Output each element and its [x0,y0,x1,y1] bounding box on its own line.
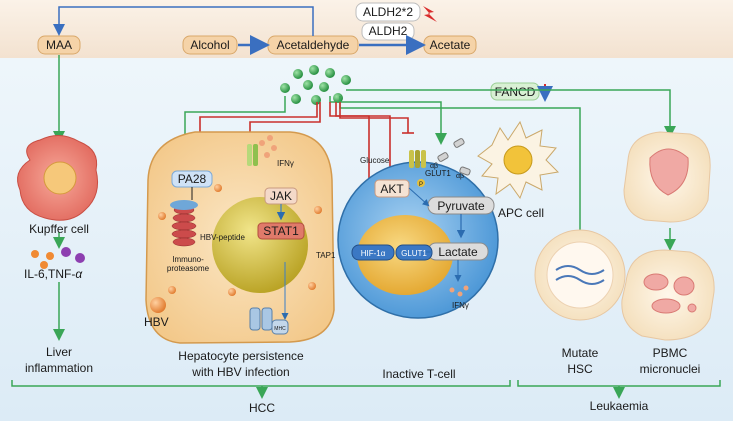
group-brackets [11,380,721,399]
cytokine-dots [31,247,85,269]
akt-to-pyruvate-arrow [408,187,430,207]
fancd-label: FANCD [495,85,536,99]
acetaldehyde-label: Acetaldehyde [277,38,350,52]
hsc-line2: HSC [567,362,593,376]
tcr-label-2: αβ [456,173,464,180]
hif-label: HIF-1α [361,249,386,258]
hsc-line1: Mutate [562,346,599,360]
tcr-receptor-icons [437,138,471,176]
tcell-ifn-label: IFNγ [452,301,469,310]
pyruvate-pill: Pyruvate [427,196,495,215]
hbv-label: HBV [144,315,169,329]
acetaldehyde-molecules [280,65,351,105]
mhc-label: MHC [274,326,286,332]
hepatocyte-ifn-label: IFNγ [277,159,294,168]
hbv-virus-icon [150,297,166,313]
acetate-label: Acetate [430,38,471,52]
ifn-dots [259,135,277,158]
aldh2-2-label: ALDH2*2 [363,5,413,19]
stat1-label: STAT1 [263,224,299,238]
glucose-label: Glucose [360,156,390,165]
ifn-receptor-icon [247,144,258,166]
phospho-label: P [419,182,423,188]
tcell-caption: Inactive T-cell [382,367,455,381]
aldh2-2-pill: ALDH2*2 [355,2,421,22]
alcohol-label: Alcohol [190,38,229,52]
pbmc-cell-top [623,131,711,223]
lactate-label: Lactate [438,245,478,259]
glut1-transporter-icon [409,150,426,168]
mhc-icon [249,307,273,331]
mhc-small-icon: MHC [271,319,289,335]
phospho-icon [417,179,425,187]
glut1-label: GLUT1 [401,249,427,258]
pbmc-line2: micronuclei [640,362,701,376]
cytokines-label: IL-6,TNF-α [24,267,83,281]
lactate-pill: Lactate [427,242,489,261]
liver-inflammation-line2: inflammation [25,361,93,375]
pbmc-line1: PBMC [653,346,688,360]
pa28-label: PA28 [178,172,207,186]
hcc-label: HCC [249,401,275,415]
immunoproteasome-icon [170,200,198,247]
alcohol-pill: Alcohol [182,35,238,55]
tcr-label-1: αβ [430,163,438,170]
hsc-cell [534,229,626,321]
pbmc-cell-bottom [621,249,715,341]
kupffer-label: Kupffer cell [29,222,89,236]
jak-pill: JAK [264,187,298,205]
kupffer-nucleus [43,161,77,195]
maa-label: MAA [46,38,72,52]
jak-label: JAK [270,189,292,203]
hbv-particles [158,184,322,296]
apc-label: APC cell [498,206,544,220]
hif-pill: HIF-1α [351,244,395,261]
tcell-ifn-dots [449,285,469,297]
glut1-top-label: GLUT1 [425,169,451,178]
fancd-pill: FANCD [490,82,540,101]
hepatocyte-caption-2: with HBV infection [191,365,289,379]
immuno-label-2: proteasome [167,264,210,273]
aldh2-pill: ALDH2 [361,22,415,41]
pa28-pill: PA28 [171,170,213,188]
leukaemia-label: Leukaemia [590,399,649,413]
acetate-pill: Acetate [423,35,477,55]
hbv-peptide-label: HBV-peptide [200,233,245,242]
kupffer-cell [17,135,99,221]
liver-inflammation-line1: Liver [46,345,72,359]
apc-cell [477,120,560,200]
maa-pill: MAA [37,35,81,55]
acetaldehyde-pill: Acetaldehyde [267,35,359,55]
akt-pill: AKT [374,179,410,198]
pyruvate-label: Pyruvate [437,199,485,213]
immuno-label-1: Immuno- [172,255,204,264]
lightning-icon [423,6,437,22]
hepatocyte-nucleus [212,197,308,293]
tap1-label: TAP1 [316,251,336,260]
hepatocyte-caption-1: Hepatocyte persistence [178,349,304,363]
aldh2-label: ALDH2 [369,24,408,38]
acetaldehyde-to-maa-arrow [53,6,314,36]
akt-label: AKT [380,182,404,196]
glut1-pill: GLUT1 [395,244,433,261]
stat1-pill: STAT1 [257,222,305,240]
